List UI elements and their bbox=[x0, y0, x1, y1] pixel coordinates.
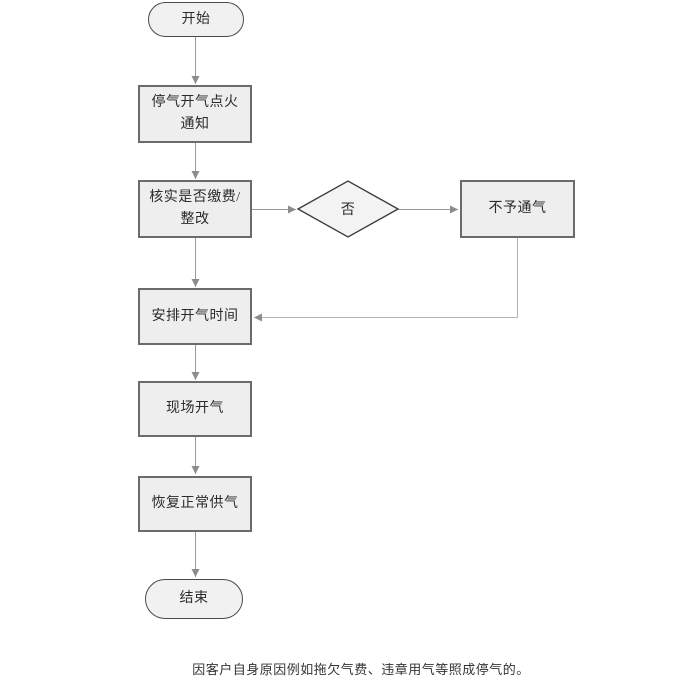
decision-label: 否 bbox=[340, 203, 356, 218]
flow-node-schedule-label: 安排开气时间 bbox=[151, 308, 239, 324]
flow-node-start: 开始 bbox=[148, 2, 244, 37]
flow-node-onsite: 现场开气 bbox=[138, 381, 252, 437]
flow-node-end-label: 结束 bbox=[179, 591, 209, 607]
flow-node-refuse-label: 不予通气 bbox=[488, 201, 547, 217]
footnote-text: 因客户自身原因例如拖欠气费、违章用气等照成停气的。 bbox=[192, 662, 530, 677]
flow-node-notice-label: 停气开气点火 通知 bbox=[151, 95, 239, 132]
flow-node-refuse: 不予通气 bbox=[460, 180, 575, 238]
flow-node-notice: 停气开气点火 通知 bbox=[138, 85, 252, 143]
connector-refuse-to-schedule bbox=[254, 238, 518, 322]
flow-node-end: 结束 bbox=[145, 579, 243, 619]
flow-node-schedule: 安排开气时间 bbox=[138, 288, 252, 345]
flow-node-start-label: 开始 bbox=[181, 11, 211, 27]
decision-diamond-shape bbox=[296, 180, 400, 238]
flow-node-onsite-label: 现场开气 bbox=[166, 401, 224, 417]
flow-node-restore: 恢复正常供气 bbox=[138, 476, 252, 532]
flow-node-verify-label: 核实是否缴费/ 整改 bbox=[149, 190, 241, 227]
flow-node-verify: 核实是否缴费/ 整改 bbox=[138, 180, 252, 238]
flow-node-restore-label: 恢复正常供气 bbox=[151, 496, 239, 512]
